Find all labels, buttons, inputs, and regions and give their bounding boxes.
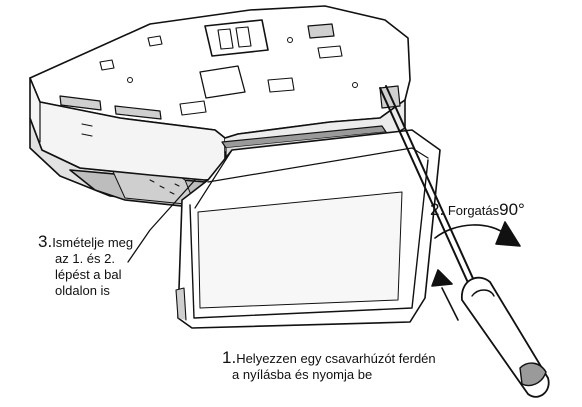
push-arrow bbox=[431, 269, 459, 321]
step1-line1: Helyezzen egy csavarhúzót ferdén bbox=[236, 351, 436, 366]
step2-text: Forgatás bbox=[447, 203, 500, 218]
step2-label: 2. Forgatás90° bbox=[430, 200, 525, 219]
rotate-arrow bbox=[434, 221, 521, 247]
step3-label: 3.Ismételje meg az 1. és 2. lépést a bal… bbox=[38, 232, 134, 299]
screen-panel bbox=[175, 129, 441, 329]
step3-number: 3. bbox=[38, 232, 53, 251]
step2-number: 2. bbox=[430, 200, 445, 219]
step1-label: 1.Helyezzen egy csavarhúzót ferdén a nyí… bbox=[222, 348, 436, 383]
step1-number: 1. bbox=[222, 348, 237, 367]
step2-angle: 90° bbox=[499, 200, 525, 219]
step3-line2: az 1. és 2. bbox=[55, 251, 115, 266]
step1-line2: a nyílásba és nyomja be bbox=[232, 367, 373, 382]
step3-line4: oldalon is bbox=[55, 283, 110, 298]
step3-leader-line bbox=[127, 179, 196, 263]
step3-line1: Ismételje meg bbox=[52, 235, 134, 250]
step3-line3: lépést a bal bbox=[55, 267, 122, 282]
screwdriver bbox=[379, 85, 550, 398]
